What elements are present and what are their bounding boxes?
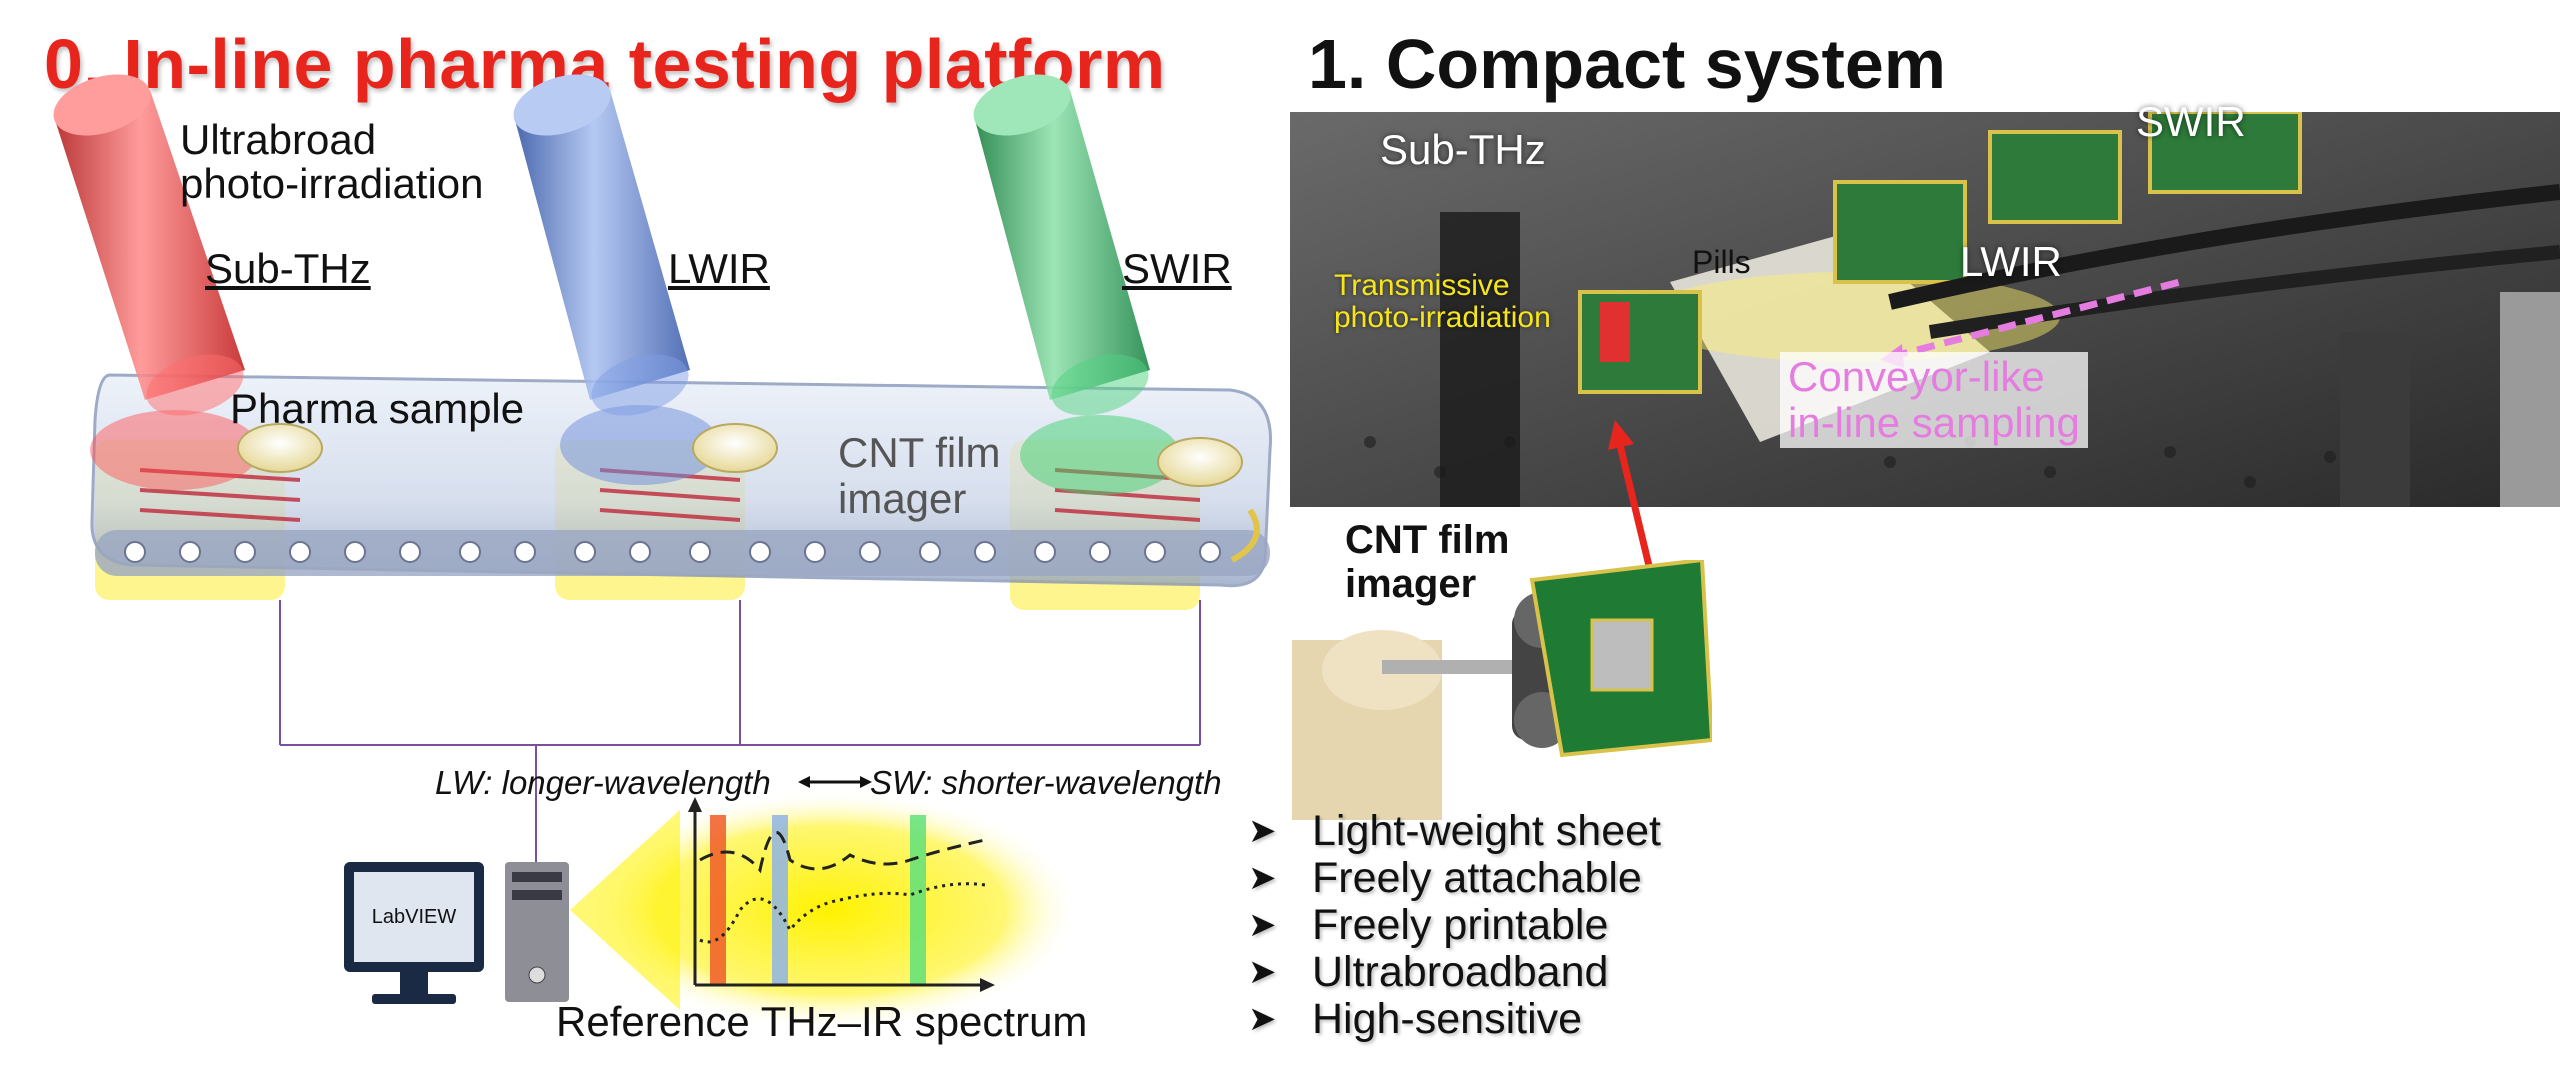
imager-pointer-arrow — [1608, 420, 1654, 571]
photo-label-transmissive: Transmissive photo-irradiation — [1334, 270, 1551, 334]
computer-monitor: LabVIEW — [344, 862, 484, 972]
feature-text: Ultrabroadband — [1312, 948, 1609, 996]
photo-label-transmissive-line2: photo-irradiation — [1334, 301, 1551, 334]
ultrabroad-label-line1: Ultrabroad — [180, 116, 377, 163]
photo-label-subthz: Sub-THz — [1380, 126, 1546, 173]
pharma-pills — [237, 423, 1243, 487]
signal-wires — [279, 600, 1201, 870]
feature-text: High-sensitive — [1312, 995, 1583, 1043]
photo-label-swir: SWIR — [2136, 98, 2246, 145]
photo-label-transmissive-line1: Transmissive — [1334, 269, 1510, 302]
sw-note: SW: shorter-wavelength — [870, 764, 1222, 801]
bullet-arrow-icon: ➤ — [1248, 906, 1277, 944]
feature-item: ➤ Freely printable — [1248, 902, 1661, 949]
belt-gears — [124, 541, 1221, 563]
bullet-arrow-icon: ➤ — [1248, 812, 1277, 850]
belt-return-arrow — [1230, 508, 1260, 563]
cnt-imager-label-left-line2: imager — [838, 475, 967, 522]
ultrabroad-label-line2: photo-irradiation — [180, 160, 484, 207]
feature-item: ➤ High-sensitive — [1248, 996, 1661, 1043]
pharma-platform-diagram — [53, 74, 1272, 1030]
feature-item: ➤ Ultrabroadband — [1248, 949, 1661, 996]
feature-text: Freely attachable — [1312, 854, 1642, 902]
ultrabroad-label: Ultrabroad photo-irradiation — [180, 118, 484, 206]
photo-label-conveyor-line1: Conveyor-like — [1788, 353, 2045, 400]
subthz-source — [53, 74, 245, 416]
cnt-imager-photo — [1292, 560, 1712, 820]
cnt-imager-label-left-line1: CNT film — [838, 429, 1001, 476]
imager-strips — [139, 468, 1201, 522]
bullet-arrow-icon: ➤ — [1248, 859, 1277, 897]
compact-system-photo-drawing — [1290, 112, 2560, 507]
lw-note: LW: longer-wavelength — [435, 764, 771, 801]
photo-label-lwir: LWIR — [1960, 238, 2062, 285]
spectrum-caption: Reference THz–IR spectrum — [556, 998, 1088, 1045]
cnt-imager-label-right-line2: imager — [1345, 562, 1477, 606]
feature-list: ➤ Light-weight sheet ➤ Freely attachable ➤… — [1248, 808, 1661, 1043]
lwir-source — [513, 74, 690, 416]
pharma-sample-label: Pharma sample — [230, 385, 525, 432]
bullet-arrow-icon: ➤ — [1248, 953, 1277, 991]
conveyor-belt — [90, 373, 1272, 588]
swir-source — [973, 74, 1150, 416]
spectrum-glow — [580, 790, 1080, 1030]
feature-text: Light-weight sheet — [1312, 807, 1661, 855]
right-panel-title: 1. Compact system — [1290, 16, 1970, 112]
feature-item: ➤ Light-weight sheet — [1248, 808, 1661, 855]
bullet-arrow-icon: ➤ — [1248, 1000, 1277, 1038]
cnt-imager-label-right: CNT film imager — [1345, 518, 1509, 606]
wavelength-double-arrow — [798, 776, 872, 788]
feature-item: ➤ Freely attachable — [1248, 855, 1661, 902]
computer-tower — [505, 862, 569, 1002]
photo-label-conveyor-line2: in-line sampling — [1788, 399, 2080, 446]
photo-label-conveyor: Conveyor-like in-line sampling — [1780, 352, 2088, 448]
reference-spectrum-plot — [688, 797, 995, 992]
cnt-imager-label-right-line1: CNT film — [1345, 518, 1510, 562]
band-label-subthz: Sub-THz — [205, 245, 371, 292]
band-label-lwir: LWIR — [668, 245, 770, 292]
labview-screen-text: LabVIEW — [354, 872, 474, 962]
photo-label-pills: Pills — [1692, 244, 1751, 280]
cnt-imager-label-left: CNT film imager — [838, 430, 1001, 522]
band-label-swir: SWIR — [1122, 245, 1232, 292]
feature-text: Freely printable — [1312, 901, 1609, 949]
